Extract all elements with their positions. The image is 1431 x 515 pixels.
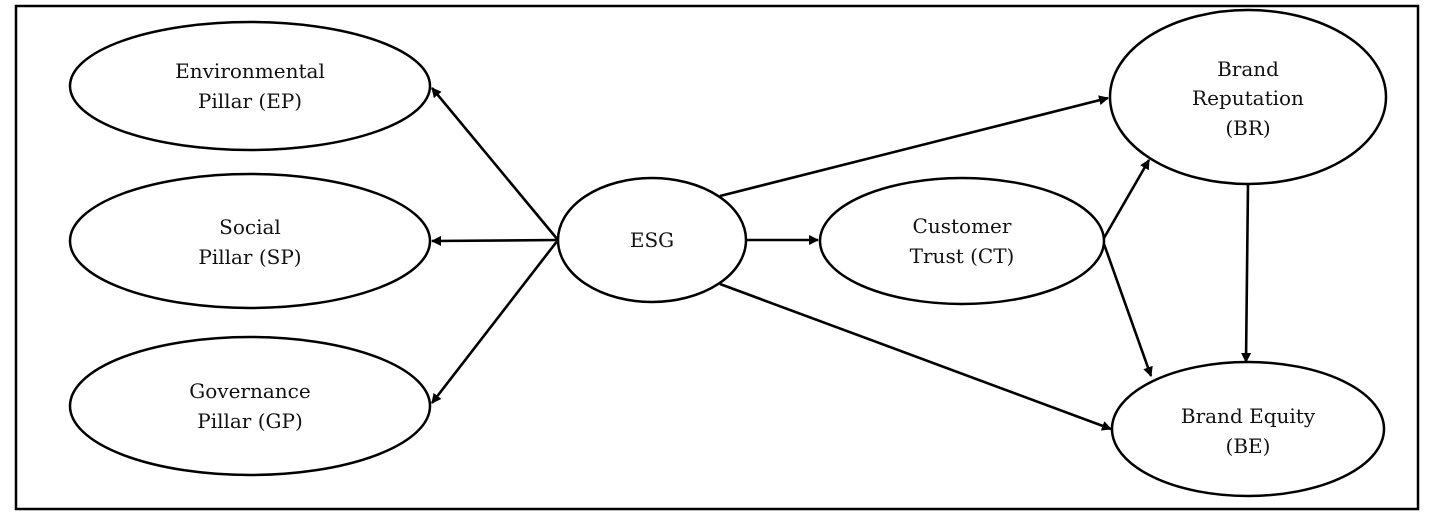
node-governance-pillar: Governance Pillar (GP) bbox=[68, 335, 432, 477]
node-esg: ESG bbox=[556, 176, 748, 304]
node-br-line-1: Brand bbox=[1217, 57, 1279, 81]
diagram-frame bbox=[14, 4, 1420, 511]
node-gp-line-2: Pillar (GP) bbox=[197, 409, 303, 433]
node-ep-line-1: Environmental bbox=[175, 59, 325, 83]
node-gp-line-1: Governance bbox=[189, 379, 310, 403]
node-br-line-3: (BR) bbox=[1225, 116, 1270, 140]
edge-ct-to-be bbox=[1102, 243, 1153, 377]
node-ct-line-1: Customer bbox=[913, 214, 1012, 238]
edge-esg-to-sp bbox=[431, 235, 559, 246]
edge-esg-to-be bbox=[719, 282, 1112, 431]
node-ep-line-2: Pillar (EP) bbox=[198, 89, 302, 113]
node-social-pillar: Social Pillar (SP) bbox=[68, 172, 432, 310]
node-sp-line-1: Social bbox=[219, 215, 281, 239]
edges bbox=[430, 87, 1252, 431]
node-be-line-2: (BE) bbox=[1226, 434, 1271, 458]
node-brand-equity: Brand Equity (BE) bbox=[1110, 360, 1386, 498]
node-be-line-1: Brand Equity bbox=[1181, 404, 1316, 428]
edge-br-to-be bbox=[1241, 183, 1252, 363]
edge-esg-to-ep bbox=[430, 87, 560, 241]
node-br-line-2: Reputation bbox=[1192, 86, 1304, 110]
edge-esg-to-br bbox=[719, 95, 1109, 198]
edge-esg-to-gp bbox=[430, 239, 560, 404]
node-customer-trust: Customer Trust (CT) bbox=[818, 176, 1106, 306]
node-esg-label: ESG bbox=[630, 228, 674, 252]
node-ct-line-2: Trust (CT) bbox=[910, 244, 1015, 268]
node-sp-line-2: Pillar (SP) bbox=[198, 245, 301, 269]
edge-ct-to-br bbox=[1102, 159, 1151, 239]
node-environmental-pillar: Environmental Pillar (EP) bbox=[68, 20, 432, 152]
node-brand-reputation: Brand Reputation (BR) bbox=[1108, 8, 1388, 186]
